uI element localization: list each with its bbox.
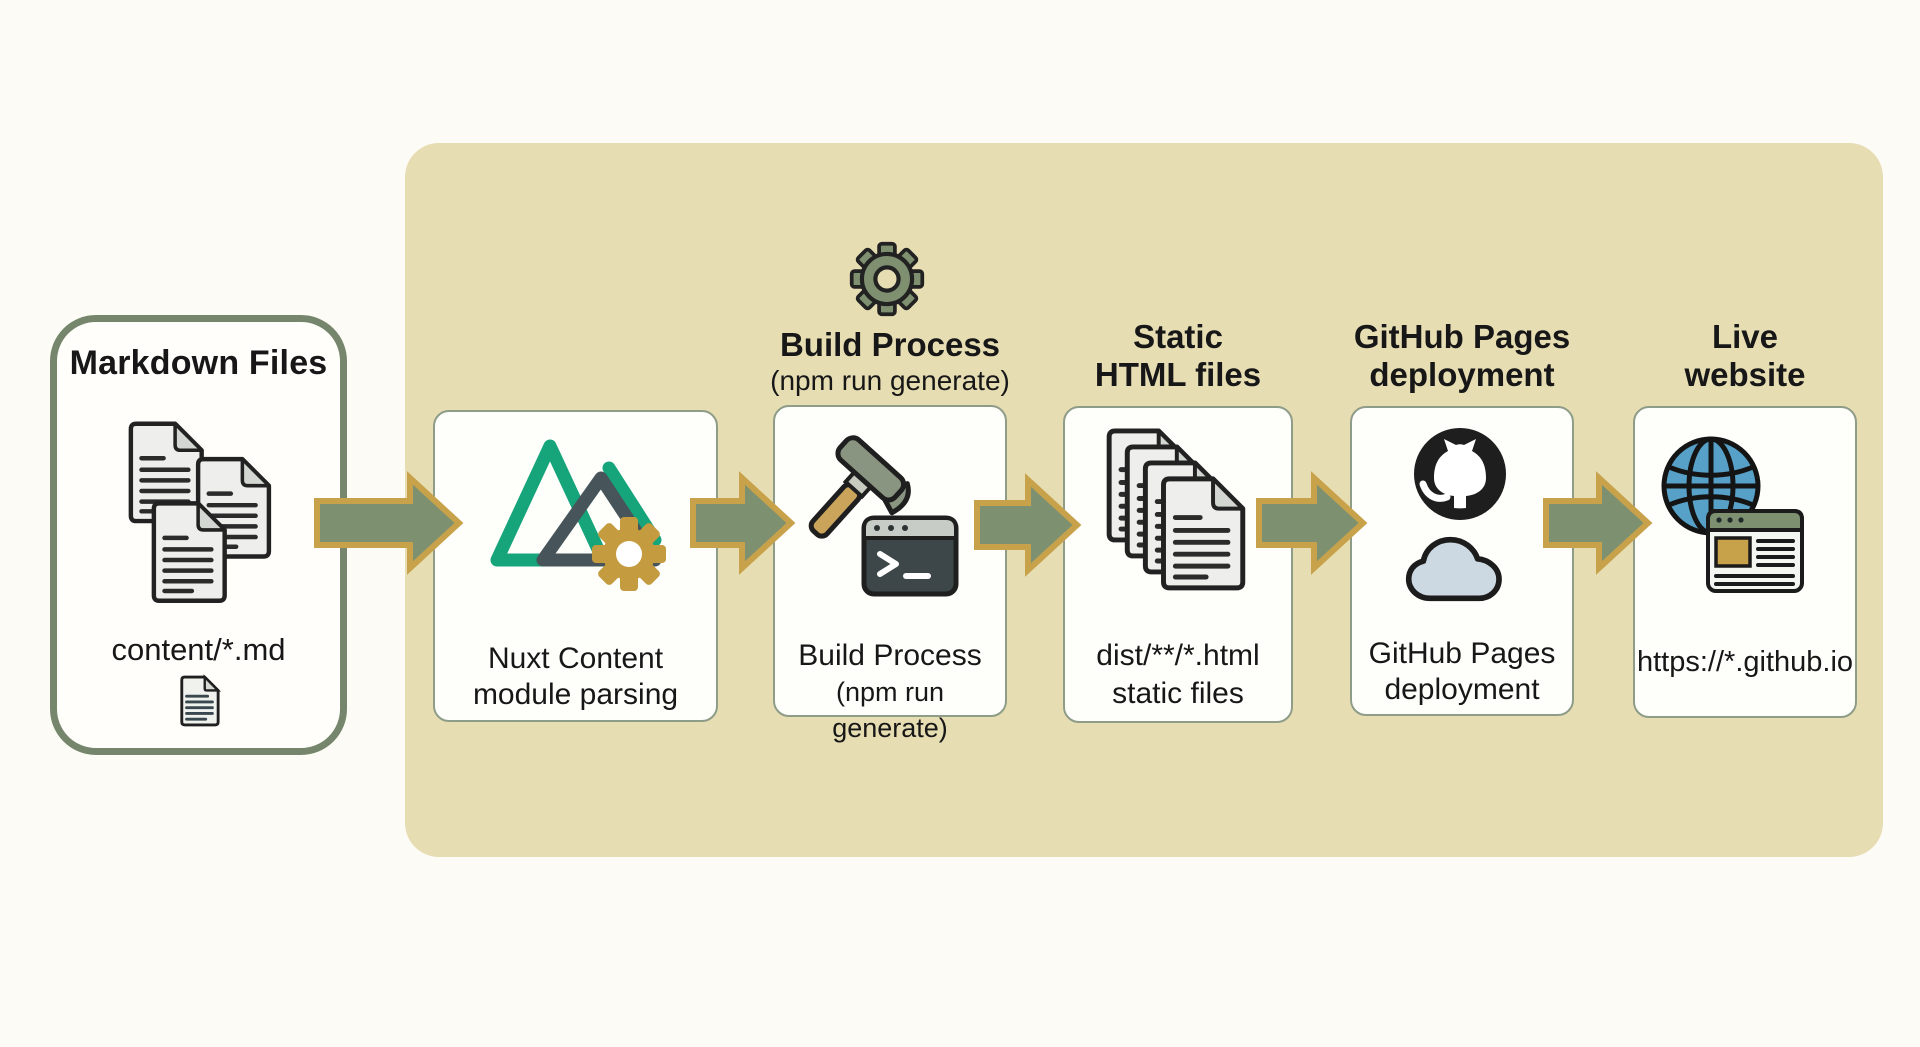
browser-window-icon [1706,509,1804,593]
step-github-pages: GitHub Pages deployment [1350,406,1574,716]
source-path-label: content/*.md [111,632,286,667]
globe-icon [1661,436,1761,536]
flow-arrow-icon [974,473,1082,577]
build-gear-icon [849,241,925,317]
source-title: Markdown Files [69,344,328,382]
build-header: Build Process (npm run generate) [730,326,1050,398]
static-label-line2: static files [1112,677,1244,710]
live-header-line2: website [1684,356,1806,393]
step-live-website: https://*.github.io [1633,406,1857,718]
markdown-files-icon [117,414,281,614]
step-static-html-files: dist/**/*.html static files [1063,406,1293,723]
live-header: Live website [1585,318,1905,394]
build-header-line1: Build Process [779,326,1001,363]
stacked-html-files-icon [1100,426,1260,605]
static-header-line1: Static [1133,318,1223,355]
github-header-line2: deployment [1369,356,1555,393]
static-header: Static HTML files [1018,318,1338,394]
github-label-line2: deployment [1384,673,1540,706]
build-header-line2: (npm run generate) [770,365,1010,396]
nuxt-label-line1: Nuxt Content [487,642,664,675]
github-label-line1: GitHub Pages [1368,637,1556,670]
flow-arrow-icon [1543,471,1653,575]
build-label-line1: Build Process [798,639,982,672]
gear-gold-icon [592,517,666,591]
build-label-line2: (npm run generate) [832,677,948,743]
step-nuxt-content: Nuxt Content module parsing [433,410,718,722]
step-build-process: Build Process (npm run generate) [773,405,1007,743]
flow-arrow-icon [690,471,796,575]
nuxt-label-line2: module parsing [472,678,679,711]
cloud-icon [1405,536,1502,602]
static-label-line1: dist/**/*.html [1096,639,1260,672]
terminal-icon [861,515,959,597]
hammer-icon [808,435,911,539]
nuxt-logo-icon [490,439,666,591]
github-octocat-icon [1414,428,1506,520]
live-header-line1: Live [1711,318,1779,355]
flow-arrow-icon [1256,471,1368,575]
static-header-line2: HTML files [1094,356,1262,393]
github-header-line1: GitHub Pages [1353,318,1571,355]
source-box-markdown-files: Markdown Files content/*.md [50,315,347,755]
github-header: GitHub Pages deployment [1302,318,1622,394]
flow-arrow-icon [314,471,464,575]
document-icon [179,674,221,727]
live-label-line1: https://*.github.io [1636,646,1854,678]
